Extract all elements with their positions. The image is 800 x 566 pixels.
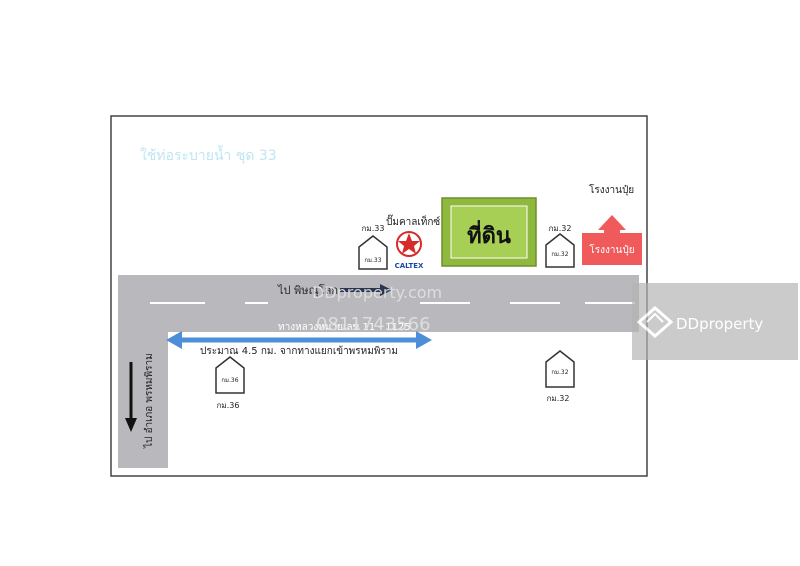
- land-label: ที่ดิน: [467, 219, 511, 249]
- factory-top-label: โรงงานปุ๋ย: [589, 183, 634, 196]
- caltex-brand: CALTEX: [395, 262, 424, 270]
- side-road: [118, 275, 168, 468]
- watermark: DDproperty.com 0811743566 DDproperty: [312, 283, 798, 360]
- factory: โรงงานปุ๋ย โรงงานปุ๋ย: [582, 183, 642, 265]
- km-marker-label: กม.32: [551, 251, 568, 258]
- watermark-phone: 0811743566: [316, 314, 431, 335]
- distance-arrow: [166, 331, 432, 349]
- km-marker-outer-label: กม.36: [217, 401, 240, 410]
- km-marker-outer-label: กม.33: [362, 224, 385, 233]
- factory-label: โรงงานปุ๋ย: [589, 243, 634, 256]
- km-marker-36: กม.36 กม.36: [215, 356, 245, 410]
- km-marker-outer-label: กม.32: [549, 224, 572, 233]
- land-plot: ที่ดิน: [441, 197, 537, 267]
- km-marker-33: กม.33 กม.33: [358, 224, 388, 270]
- watermark-site: DDproperty.com: [312, 283, 442, 302]
- km-marker-32-bottom: กม.32 กม.32: [545, 350, 575, 403]
- header-text: ใช้ท่อระบายน้ำ ชุด 33: [140, 145, 277, 164]
- km-marker-outer-label: กม.32: [547, 394, 570, 403]
- gas-station-name: ปั๊มคาลเท็กซ์: [386, 214, 440, 228]
- direction-arrow: [340, 284, 392, 296]
- gas-station: ปั๊มคาลเท็กซ์ CALTEX: [386, 214, 440, 270]
- km-marker-label: กม.33: [364, 257, 381, 264]
- highway-label: ทางหลวงหมายเลข 11 - 1125: [278, 322, 411, 333]
- direction-to-label: ไป พิษณุโลก: [277, 283, 338, 297]
- ddproperty-logo-icon: [636, 306, 674, 338]
- watermark-brand: DDproperty: [676, 315, 763, 333]
- distance-note: ประมาณ 4.5 กม. จากทางแยกเข้าพรหมพิราม: [200, 345, 398, 357]
- km-marker-label: กม.36: [221, 377, 238, 384]
- km-marker-32-top: กม.32 กม.32: [545, 224, 575, 268]
- side-road-arrow: [125, 362, 137, 432]
- side-road-label: ไป อำเภอ พรหมพิราม: [143, 353, 155, 449]
- km-marker-label: กม.32: [551, 369, 568, 376]
